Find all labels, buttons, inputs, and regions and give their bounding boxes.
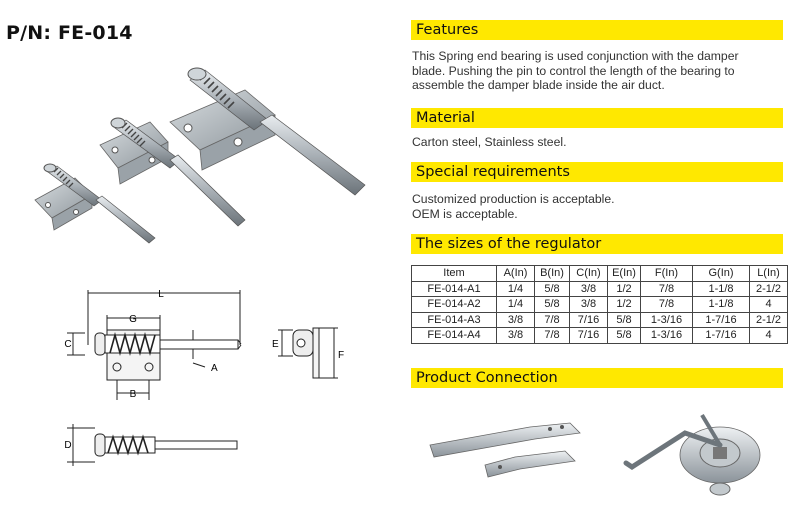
dimension-drawing-top: D <box>64 424 238 466</box>
cell: 5/8 <box>607 327 641 344</box>
sizes-header: The sizes of the regulator <box>411 234 783 254</box>
label-L: L <box>158 289 164 300</box>
table-row: FE-014-A1 1/4 5/8 3/8 1/2 7/8 1-1/8 2-1/… <box>411 280 788 297</box>
product-connection-header: Product Connection <box>411 368 783 388</box>
features-text: This Spring end bearing is used conjunct… <box>412 49 787 93</box>
cell: 1-1/8 <box>692 296 750 313</box>
cell: 1-1/8 <box>692 280 750 297</box>
table-row: FE-014-A4 3/8 7/8 7/16 5/8 1-3/16 1-7/16… <box>411 327 788 344</box>
material-header: Material <box>411 108 783 128</box>
cell: 1/2 <box>607 296 641 313</box>
cell: 5/8 <box>534 280 570 297</box>
features-header: Features <box>411 20 783 40</box>
label-F: F <box>338 350 344 361</box>
table-row: FE-014-A2 1/4 5/8 3/8 1/2 7/8 1-1/8 4 <box>411 296 788 313</box>
cell: 3/8 <box>569 280 608 297</box>
cell: 2-1/2 <box>749 311 788 328</box>
product-connection-photo <box>429 413 761 496</box>
cell: 1-3/16 <box>640 311 693 328</box>
sizes-table: Item A(In) B(In) C(In) E(In) F(In) G(In)… <box>411 265 788 344</box>
label-G: G <box>129 314 137 325</box>
cell: 7/8 <box>640 296 693 313</box>
special-line-2: OEM is acceptable. <box>412 206 518 221</box>
col-f: F(In) <box>640 265 693 282</box>
cell: 1/2 <box>607 280 641 297</box>
col-g: G(In) <box>692 265 750 282</box>
cell: 2-1/2 <box>749 280 788 297</box>
cell: 1-3/16 <box>640 327 693 344</box>
col-l: L(In) <box>749 265 788 282</box>
table-header-row: Item A(In) B(In) C(In) E(In) F(In) G(In)… <box>411 265 788 282</box>
col-a: A(In) <box>496 265 535 282</box>
part-number: P/N: FE-014 <box>6 22 133 44</box>
label-B: B <box>130 389 137 400</box>
cell: 1-7/16 <box>692 311 750 328</box>
label-E: E <box>272 339 279 350</box>
cell: FE-014-A1 <box>411 280 497 297</box>
cell: 7/16 <box>569 311 608 328</box>
cell: 5/8 <box>534 296 570 313</box>
special-line-1: Customized production is acceptable. <box>412 192 615 206</box>
cell: 7/8 <box>640 280 693 297</box>
cell: 7/8 <box>534 327 570 344</box>
col-b: B(In) <box>534 265 570 282</box>
cell: 7/8 <box>534 311 570 328</box>
material-text: Carton steel, Stainless steel. <box>412 135 567 149</box>
cell: FE-014-A2 <box>411 296 497 313</box>
cell: 4 <box>749 327 788 344</box>
special-requirements-text: Customized production is acceptable. OEM… <box>412 192 787 221</box>
cell: 3/8 <box>569 296 608 313</box>
table-row: FE-014-A3 3/8 7/8 7/16 5/8 1-3/16 1-7/16… <box>411 311 788 328</box>
features-line-2: blade. Pushing the pin to control the le… <box>412 63 735 78</box>
cell: 3/8 <box>496 311 535 328</box>
cell: 1/4 <box>496 280 535 297</box>
label-A: A <box>211 363 218 374</box>
dimension-drawing-end: E F <box>272 327 344 379</box>
features-line-1: This Spring end bearing is used conjunct… <box>412 49 739 63</box>
cell: 4 <box>749 296 788 313</box>
special-requirements-header: Special requirements <box>411 162 783 182</box>
cell: 1-7/16 <box>692 327 750 344</box>
label-C: C <box>64 339 71 350</box>
cell: FE-014-A3 <box>411 311 497 328</box>
cell: 1/4 <box>496 296 535 313</box>
col-item: Item <box>411 265 497 282</box>
cell: FE-014-A4 <box>411 327 497 344</box>
col-e: E(In) <box>607 265 641 282</box>
cell: 3/8 <box>496 327 535 344</box>
col-c: C(In) <box>569 265 608 282</box>
features-line-3: assemble the damper blade inside the air… <box>412 78 665 92</box>
cell: 5/8 <box>607 311 641 328</box>
dimension-drawing-side: L G C A B <box>64 289 242 400</box>
product-photo <box>34 67 366 244</box>
label-D: D <box>64 440 71 451</box>
cell: 7/16 <box>569 327 608 344</box>
